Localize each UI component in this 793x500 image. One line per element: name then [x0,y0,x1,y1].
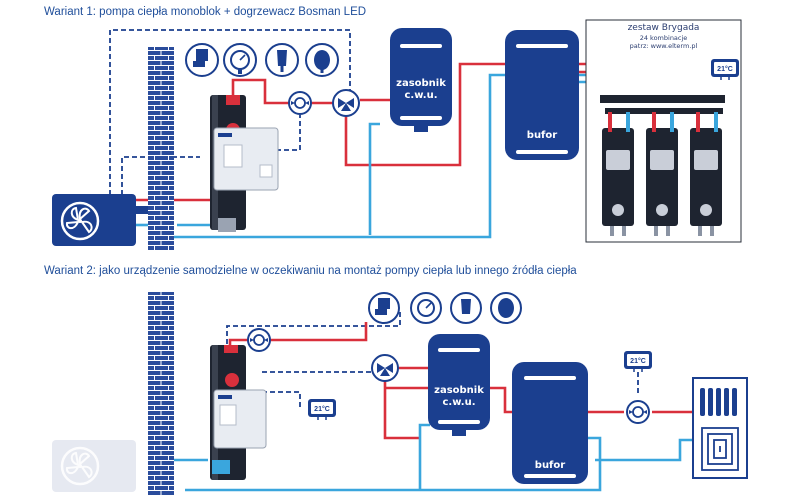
v2-three-way-valve-icon [371,354,399,382]
v1-brick-wall [148,47,174,251]
v2-electric-heater [210,345,267,480]
v1-three-way-valve-icon [332,89,360,117]
safety-valve-icon [185,43,219,77]
v2-accessory-icons [368,292,522,324]
v2-tank-label-1: zasobnik [434,385,484,396]
variant-2-caption: Wariant 2: jako urządzenie samodzielne w… [44,265,577,277]
safety-valve-icon [368,292,400,324]
v1-buffer-label: bufor [527,130,557,141]
v1-set-title: zestaw Brygada [627,23,700,33]
radiator-icon [700,388,737,416]
v1-electric-heater [210,95,279,232]
variant-1-caption: Wariant 1: pompa ciepła monoblok + dogrz… [44,6,367,18]
v1-tank-label-2: c.w.u. [404,90,437,101]
v2-buffer-label: bufor [535,460,565,471]
v1-set-subtitle: 24 kombinacje [639,34,688,42]
v2-heat-emitters [692,377,748,479]
v2-buffer-tank: bufor [512,362,588,484]
v1-dhw-tank: zasobnik c.w.u. [390,28,452,132]
floor-heating-icon [701,427,739,471]
v2-heat-pump-inactive [52,440,136,492]
air-vent-icon [450,292,482,324]
v2-control-lines [226,310,639,408]
v2-tank-label-2: c.w.u. [442,397,475,408]
v1-heat-pump [52,194,148,246]
expansion-vessel-icon [490,292,522,324]
v2-dhw-tank: zasobnik c.w.u. [428,334,490,436]
v2-thermostat-a-temp: 21°C [314,405,330,413]
expansion-vessel-icon [305,43,339,77]
v2-brick-wall [148,292,174,496]
v1-buffer-tank: bufor [505,30,579,160]
v2-circulation-pump-icon [247,328,271,352]
v1-accessory-icons [185,43,339,77]
v2-thermostat-b-temp: 21°C [630,357,646,365]
pressure-gauge-icon [410,292,442,324]
v1-thermostat-temp: 21°C [717,65,733,73]
v1-set-url[interactable]: patrz: www.elterm.pl [629,42,698,50]
v1-brygada-set: 21°C [585,19,742,243]
pressure-gauge-icon [223,43,257,77]
air-vent-icon [265,43,299,77]
v1-tank-label-1: zasobnik [396,78,446,89]
v1-circulation-pump-icon [288,91,312,115]
v2-circulation-pump-2-icon [626,400,650,424]
